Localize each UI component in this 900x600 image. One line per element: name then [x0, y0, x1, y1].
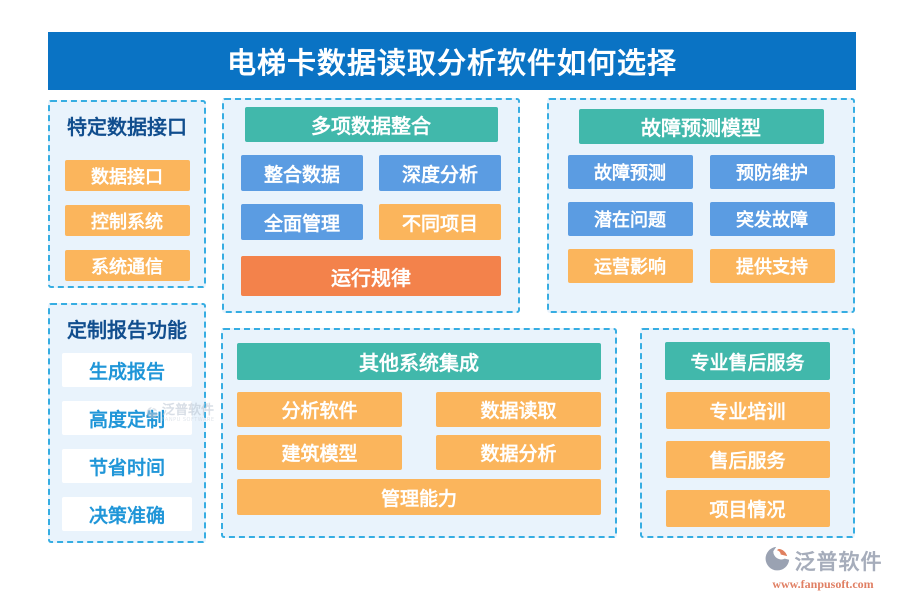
chip-analysis-software: 分析软件	[237, 392, 402, 427]
chip-preventive-maintenance: 预防维护	[709, 155, 835, 189]
chip-building-model: 建筑模型	[237, 435, 402, 470]
panel-system-integration-chips: 分析软件 数据读取 建筑模型 数据分析	[237, 392, 601, 470]
panel-data-integration-header: 多项数据整合	[244, 107, 498, 142]
panel-after-sales-header: 专业售后服务	[665, 342, 830, 380]
chip-potential-issues: 潜在问题	[567, 202, 693, 236]
chip-professional-training: 专业培训	[665, 392, 830, 429]
panel-system-integration-header: 其他系统集成	[237, 343, 601, 380]
panel-custom-report: 定制报告功能 生成报告 高度定制 节省时间 决策准确	[48, 303, 206, 543]
chip-operational-impact: 运营影响	[567, 249, 693, 283]
footer-brand: 泛普软件 www.fanpusoft.com	[750, 545, 896, 592]
panel-after-sales-chips: 专业培训 售后服务 项目情况	[665, 392, 830, 527]
chip-generate-report: 生成报告	[62, 353, 192, 387]
panel-fault-prediction: 故障预测模型 故障预测 预防维护 潜在问题 突发故障 运营影响 提供支持	[547, 98, 855, 313]
chip-operation-patterns: 运行规律	[241, 256, 501, 296]
chip-project-status: 项目情况	[665, 490, 830, 527]
chip-after-sales-service: 售后服务	[665, 441, 830, 478]
chip-data-interface: 数据接口	[64, 160, 190, 191]
footer-brand-text: 泛普软件	[794, 549, 883, 574]
panel-data-interface: 特定数据接口 数据接口 控制系统 系统通信	[48, 100, 206, 288]
chip-fault-prediction: 故障预测	[567, 155, 693, 189]
chip-data-reading: 数据读取	[436, 392, 601, 427]
panel-data-integration: 多项数据整合 整合数据 深度分析 全面管理 不同项目 运行规律	[222, 98, 520, 313]
chip-different-projects: 不同项目	[379, 204, 501, 240]
panel-after-sales: 专业售后服务 专业培训 售后服务 项目情况	[640, 328, 855, 538]
page-title: 电梯卡数据读取分析软件如何选择	[226, 46, 677, 80]
chip-comprehensive-management: 全面管理	[241, 204, 363, 240]
chip-system-communication: 系统通信	[64, 250, 190, 281]
chip-deep-analysis: 深度分析	[379, 155, 501, 191]
chip-provide-support: 提供支持	[709, 249, 835, 283]
chip-integrate-data: 整合数据	[241, 155, 363, 191]
title-banner: 电梯卡数据读取分析软件如何选择	[48, 32, 856, 90]
chip-sudden-failures: 突发故障	[709, 202, 835, 236]
chip-accurate-decisions: 决策准确	[62, 497, 192, 531]
panel-custom-report-chips: 生成报告 高度定制 节省时间 决策准确	[62, 353, 192, 531]
chip-data-analysis: 数据分析	[436, 435, 601, 470]
panel-fault-prediction-chips: 故障预测 预防维护 潜在问题 突发故障 运营影响 提供支持	[567, 155, 835, 283]
panel-data-interface-chips: 数据接口 控制系统 系统通信	[64, 160, 190, 281]
chip-highly-customizable: 高度定制	[62, 401, 192, 435]
panel-data-integration-chips: 整合数据 深度分析 全面管理 不同项目	[241, 155, 501, 240]
panel-system-integration: 其他系统集成 分析软件 数据读取 建筑模型 数据分析 管理能力	[221, 328, 617, 538]
chip-control-system: 控制系统	[64, 205, 190, 236]
panel-fault-prediction-header: 故障预测模型	[578, 109, 824, 144]
chip-management-capability: 管理能力	[237, 479, 601, 515]
panel-data-interface-header: 特定数据接口	[67, 115, 187, 139]
chip-save-time: 节省时间	[62, 449, 192, 483]
fanpu-logo-icon	[764, 545, 791, 576]
panel-custom-report-header: 定制报告功能	[67, 318, 187, 342]
footer-url: www.fanpusoft.com	[772, 577, 874, 591]
